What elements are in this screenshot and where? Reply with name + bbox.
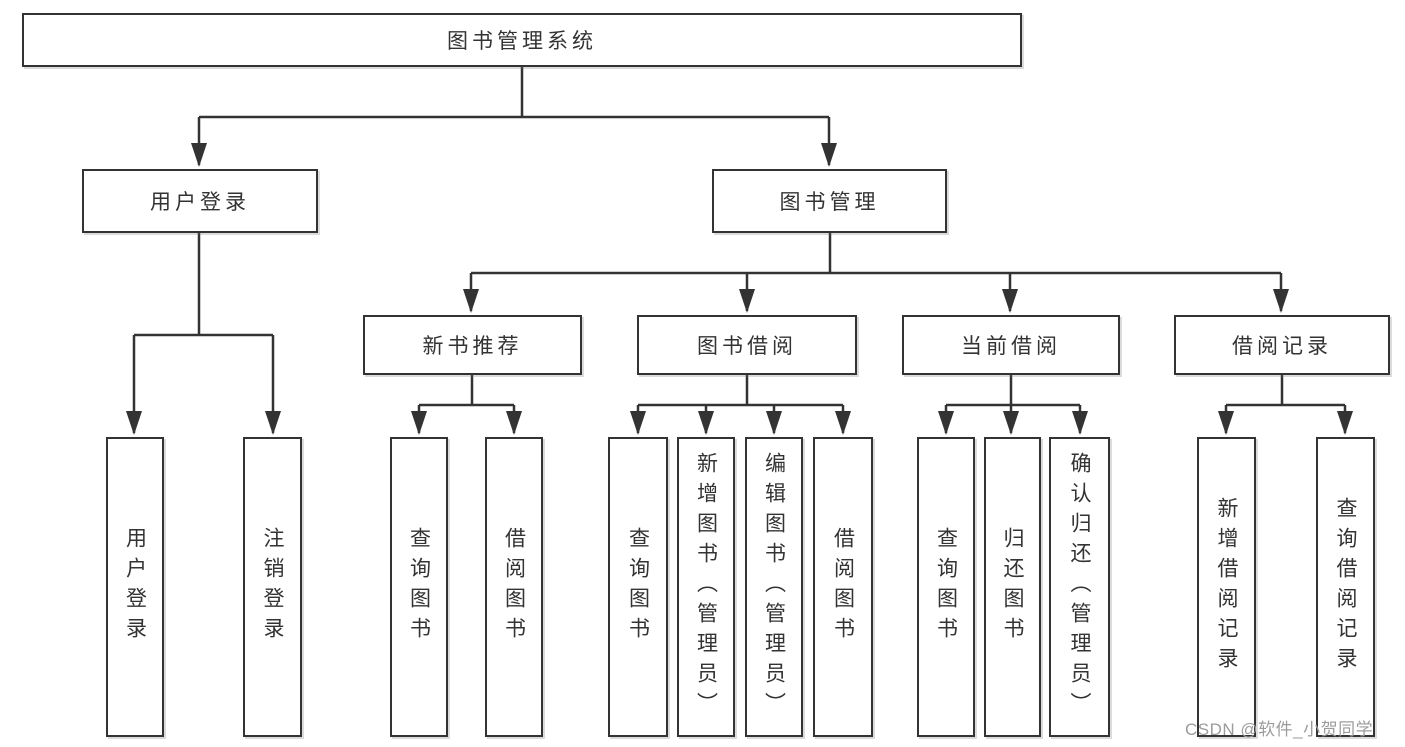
leaf-query-books-recommend: 查询图书: [390, 437, 448, 737]
node-new-book-recommend: 新书推荐: [363, 315, 582, 375]
leaf-label: 新增图书（管理员）: [694, 452, 718, 722]
leaf-add-borrow-record: 新增借阅记录: [1197, 437, 1256, 737]
leaf-label: 查询图书: [407, 527, 431, 647]
leaf-logout: 注销登录: [243, 437, 302, 737]
leaf-label: 新增借阅记录: [1215, 497, 1238, 677]
node-current-borrow: 当前借阅: [902, 315, 1120, 375]
node-book-borrow: 图书借阅: [637, 315, 857, 375]
leaf-edit-book-admin: 编辑图书（管理员）: [745, 437, 803, 737]
leaf-confirm-return-admin: 确认归还（管理员）: [1049, 437, 1110, 737]
leaf-user-login: 用户登录: [106, 437, 164, 737]
leaf-return-book: 归还图书: [984, 437, 1041, 737]
leaf-query-books-current: 查询图书: [917, 437, 975, 737]
leaf-label: 查询借阅记录: [1334, 497, 1357, 677]
leaf-label: 编辑图书（管理员）: [762, 452, 786, 722]
leaf-label: 查询图书: [626, 527, 650, 647]
node-book-management: 图书管理: [712, 169, 947, 233]
node-user-login: 用户登录: [82, 169, 318, 233]
node-borrow-records: 借阅记录: [1174, 315, 1390, 375]
leaf-borrow-books: 借阅图书: [813, 437, 873, 737]
leaf-label: 借阅图书: [831, 527, 855, 647]
leaf-label: 查询图书: [934, 527, 958, 647]
leaf-add-book-admin: 新增图书（管理员）: [677, 437, 735, 737]
leaf-query-borrow-record: 查询借阅记录: [1316, 437, 1375, 737]
leaf-label: 归还图书: [1001, 527, 1024, 647]
leaf-label: 用户登录: [123, 527, 147, 647]
csdn-watermark: CSDN @软件_小贺同学: [1185, 720, 1374, 739]
leaf-label: 借阅图书: [502, 527, 526, 647]
node-library-management-system: 图书管理系统: [22, 13, 1022, 67]
leaf-query-books-borrow: 查询图书: [608, 437, 668, 737]
leaf-label: 确认归还（管理员）: [1068, 452, 1091, 722]
leaf-borrow-books-recommend: 借阅图书: [485, 437, 543, 737]
leaf-label: 注销登录: [261, 527, 284, 647]
